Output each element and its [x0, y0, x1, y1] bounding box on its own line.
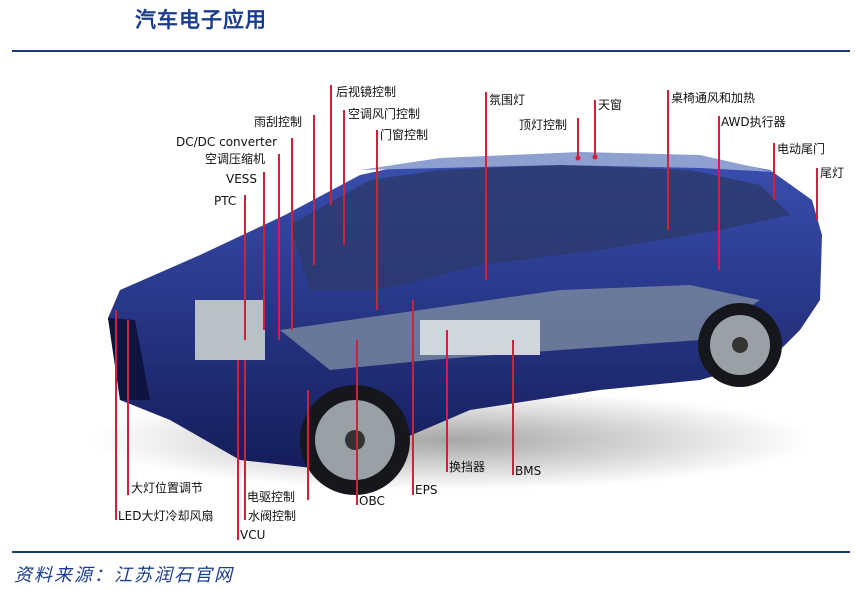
top-divider: [12, 50, 850, 52]
leader-line: [773, 143, 775, 200]
window-glass: [290, 165, 790, 290]
label-ac-damper: 空调风门控制: [348, 107, 421, 121]
label-bms: BMS: [515, 464, 542, 478]
leader-line: [376, 130, 378, 310]
roof-panel: [360, 152, 775, 172]
leader-line: [291, 138, 293, 330]
leader-line: [512, 340, 514, 475]
label-wiper-control: 雨刮控制: [254, 115, 303, 129]
label-obc: OBC: [359, 494, 385, 508]
label-mirror-control: 后视镜控制: [336, 85, 397, 99]
leader-line: [577, 118, 579, 158]
label-water-valve: 水阀控制: [248, 509, 297, 523]
label-dome-light: 顶灯控制: [519, 118, 568, 132]
label-eps: EPS: [415, 483, 438, 497]
label-ptc: PTC: [214, 194, 237, 208]
label-led-cooling-fan: LED大灯冷却风扇: [118, 509, 214, 523]
source-note: 资料来源：江苏润石官网: [14, 565, 234, 586]
leader-line: [127, 320, 129, 495]
leader-line: [446, 330, 448, 472]
label-vcu: VCU: [240, 528, 266, 542]
leader-line: [307, 390, 309, 500]
label-awd-actuator: AWD执行器: [721, 115, 786, 129]
leader-line: [412, 300, 414, 495]
page-title: 汽车电子应用: [135, 8, 267, 32]
label-ac-compressor: 空调压缩机: [205, 152, 266, 166]
label-power-tailgate: 电动尾门: [777, 142, 826, 156]
label-ambient-light: 氛围灯: [489, 93, 526, 107]
leader-line: [115, 310, 117, 520]
label-dcdc-converter: DC/DC converter: [176, 135, 278, 149]
label-motor-control: 电驱控制: [247, 490, 296, 504]
label-sunroof: 天窗: [598, 98, 623, 112]
rear-wheel: [698, 303, 782, 387]
leader-line: [330, 85, 332, 205]
leader-line: [718, 116, 720, 270]
front-wheel: [300, 385, 410, 495]
battery-pack: [420, 320, 540, 355]
leader-line: [278, 154, 280, 340]
leader-line: [594, 100, 596, 157]
leader-line: [244, 360, 246, 520]
label-window-control: 门窗控制: [380, 128, 429, 142]
front-grille: [108, 318, 150, 400]
leader-line: [313, 115, 315, 265]
label-headlight-leveling: 大灯位置调节: [131, 481, 204, 495]
label-shifter: 换挡器: [449, 460, 486, 474]
front-motor: [195, 300, 265, 360]
leader-line: [237, 360, 239, 540]
leader-line: [244, 195, 246, 340]
label-taillight: 尾灯: [820, 166, 845, 180]
leader-line: [343, 110, 345, 245]
bottom-divider: [12, 551, 850, 553]
leader-line: [816, 168, 818, 220]
leader-line: [356, 340, 358, 505]
leader-line: [667, 90, 669, 230]
leader-line: [263, 172, 265, 330]
leader-line: [485, 92, 487, 280]
label-seat-ventilation-heating: 桌椅通风和加热: [671, 91, 756, 105]
label-vess: VESS: [226, 172, 258, 186]
